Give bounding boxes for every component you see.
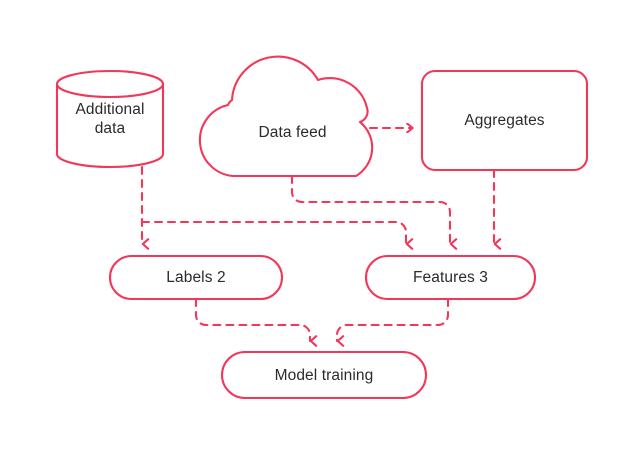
edge-data-feed-to-features — [290, 174, 458, 250]
node-labels[interactable] — [110, 256, 282, 299]
node-shape-additional-data[interactable] — [55, 69, 165, 169]
node-model-training[interactable] — [222, 352, 426, 398]
edge-features-to-model-training — [335, 297, 450, 347]
node-data-feed[interactable] — [200, 68, 385, 176]
node-aggregates[interactable] — [422, 71, 587, 170]
node-shape-data-feed[interactable] — [198, 55, 374, 178]
edge-additional-data-to-features — [140, 220, 414, 250]
node-shape-model-training[interactable] — [220, 350, 428, 400]
node-shape-features[interactable] — [364, 254, 537, 301]
node-shape-aggregates[interactable] — [420, 69, 589, 172]
node-features[interactable] — [366, 256, 535, 299]
edge-labels-to-model-training — [194, 297, 318, 347]
node-additional-data[interactable] — [57, 71, 163, 167]
